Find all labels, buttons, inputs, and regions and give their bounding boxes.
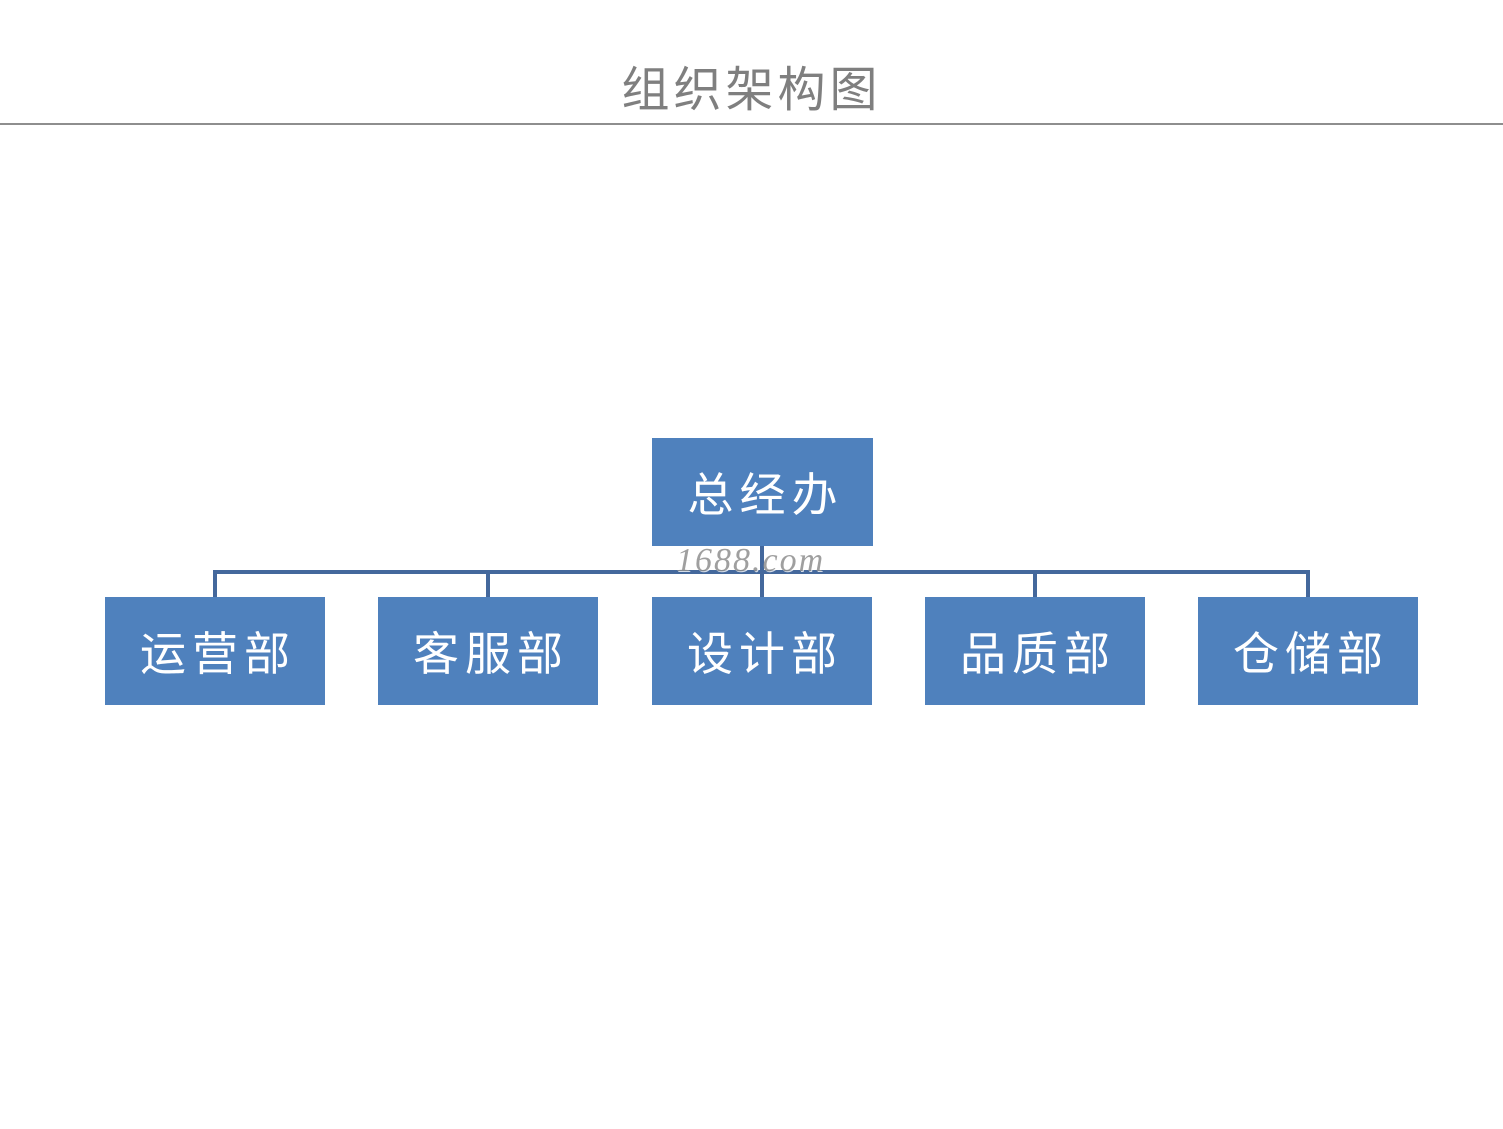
org-box-label: 设计部	[687, 629, 843, 680]
connector-stub-quality	[1033, 570, 1037, 597]
org-box-general-manager-office: 总经办	[652, 438, 873, 546]
watermark: 1688.com	[676, 542, 826, 579]
org-box-label: 运营部	[140, 629, 296, 680]
connector-horizontal	[213, 570, 1310, 574]
org-box-label: 仓储部	[1233, 629, 1389, 680]
connector-stub-customer-service	[486, 570, 490, 597]
org-box-label: 品质部	[960, 629, 1116, 680]
connector-stub-warehouse	[1306, 570, 1310, 597]
org-box-operations: 运营部	[105, 597, 325, 705]
org-box-label: 总经办	[687, 470, 844, 521]
org-box-quality: 品质部	[925, 597, 1145, 705]
org-box-design: 设计部	[652, 597, 872, 705]
title-divider	[0, 123, 1503, 125]
org-box-warehouse: 仓储部	[1198, 597, 1418, 705]
page-title: 组织架构图	[621, 64, 882, 117]
connector-stub-operations	[213, 570, 217, 597]
org-box-customer-service: 客服部	[378, 597, 598, 705]
org-box-label: 客服部	[413, 629, 569, 680]
